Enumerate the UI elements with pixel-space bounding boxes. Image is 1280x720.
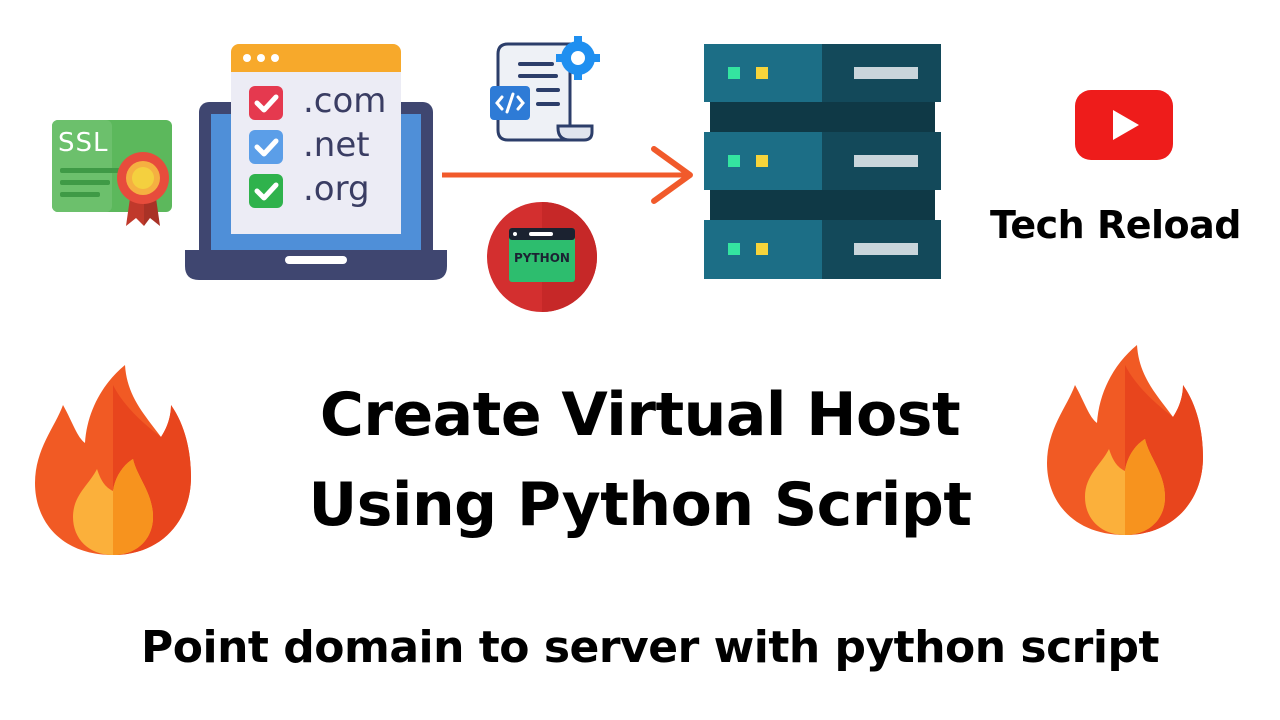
ssl-certificate-icon: SSL [52, 120, 174, 228]
youtube-icon [1075, 90, 1173, 160]
domain-com: .com [303, 81, 387, 121]
laptop-icon: .com .net .org [185, 44, 447, 280]
ssl-label: SSL [58, 128, 109, 158]
server-icon [704, 44, 941, 279]
domain-net: .net [303, 125, 370, 165]
domain-org: .org [303, 169, 370, 209]
title-line-1: Create Virtual Host [319, 380, 961, 450]
python-label: PYTHON [514, 251, 570, 265]
fire-icon [1045, 345, 1205, 537]
page-title: Create Virtual Host Using Python Script [240, 370, 1040, 550]
arrow-right-icon [440, 143, 700, 207]
page-subtitle: Point domain to server with python scrip… [141, 622, 1159, 673]
title-line-2: Using Python Script [308, 470, 972, 540]
fire-icon [33, 365, 193, 557]
python-icon: PYTHON [487, 202, 597, 312]
brand-name: Tech Reload [990, 203, 1241, 247]
code-document-icon [488, 36, 600, 146]
